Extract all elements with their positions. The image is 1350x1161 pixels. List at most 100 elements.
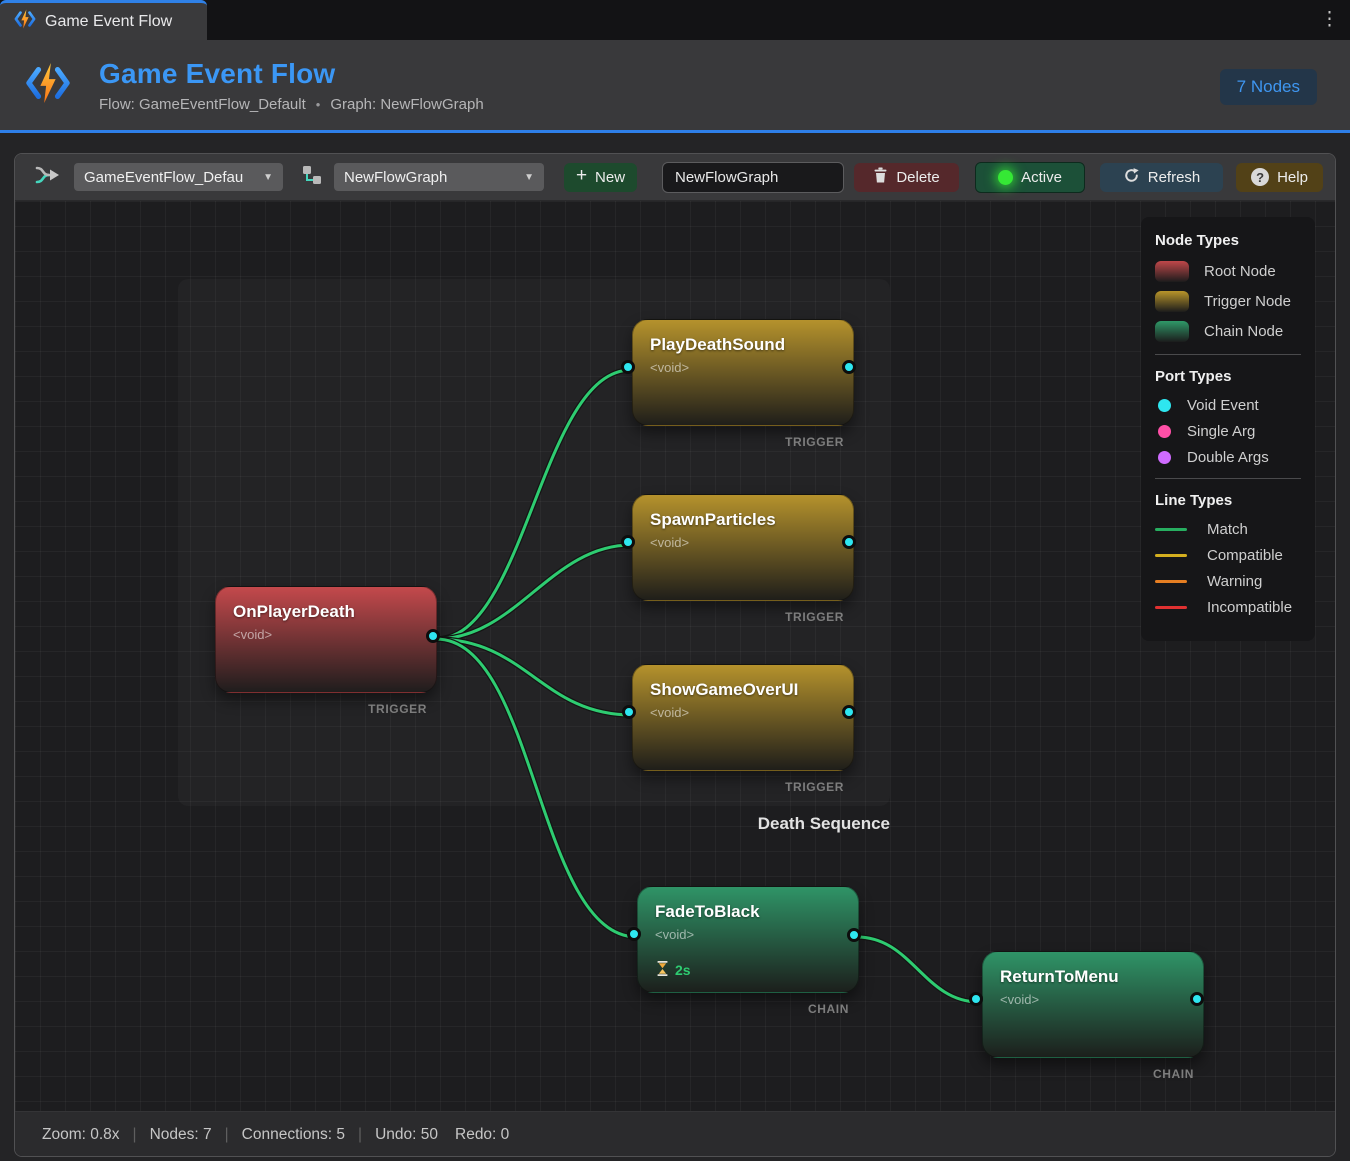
active-indicator-icon [998,169,1014,185]
node-signature: <void> [1000,992,1040,1007]
status-separator: | [132,1126,137,1143]
legend-label: Trigger Node [1204,293,1291,310]
port-void-event-input[interactable] [622,705,636,719]
legend-label: Chain Node [1204,323,1284,340]
graph-hierarchy-icon [301,164,323,191]
status-connections: Connections: 5 [241,1126,346,1143]
port-void-event-input[interactable] [969,992,983,1006]
help-button-label: Help [1277,168,1308,186]
node-title: FadeToBlack [655,902,760,921]
node-signature: <void> [650,705,690,720]
double-args-dot [1158,451,1171,464]
node-returntomenu[interactable]: ReturnToMenu <void> CHAIN [982,951,1204,1081]
refresh-icon [1123,167,1140,188]
status-bar: Zoom: 0.8x | Nodes: 7 | Connections: 5 |… [15,1111,1335,1156]
kebab-menu-icon[interactable]: ⋮ [1320,9,1339,30]
legend-label: Incompatible [1207,599,1293,616]
legend-node-types-title: Node Types [1155,232,1239,249]
chain-node-swatch [1155,321,1189,342]
header-divider [0,130,1350,133]
trash-icon [873,167,888,187]
node-onplayerdeath[interactable]: OnPlayerDeath <void> TRIGGER [215,586,437,716]
node-title: OnPlayerDeath [233,602,355,621]
tab-game-event-flow[interactable]: Game Event Flow [0,0,207,40]
graph-name-input[interactable] [662,161,844,193]
legend-item-warning: Warning [1155,573,1301,590]
node-delay-value: 2s [675,962,691,978]
legend-panel: Node Types Root Node Trigger Node Chain … [1141,217,1315,641]
legend-label: Single Arg [1187,423,1256,440]
node-delay: 2s [657,961,691,979]
help-button[interactable]: ? Help [1236,162,1323,192]
new-graph-button[interactable]: + New [564,162,637,192]
header: Game Event Flow Flow: GameEventFlow_Defa… [0,40,1350,130]
refresh-button[interactable]: Refresh [1100,162,1223,192]
node-signature: <void> [233,627,273,642]
legend-item-void-event: Void Event [1155,397,1301,414]
legend-divider [1155,478,1301,479]
node-showgameoverui[interactable]: ShowGameOverUI <void> TRIGGER [632,664,854,794]
graph-dropdown[interactable]: NewFlowGraph ▼ [334,163,544,191]
tab-label: Game Event Flow [45,12,173,30]
legend-label: Match [1207,521,1248,538]
node-title: ShowGameOverUI [650,680,799,699]
node-type-label: TRIGGER [785,435,844,449]
port-void-event-output[interactable] [847,928,861,942]
trigger-node-swatch [1155,291,1189,312]
node-count-badge: 7 Nodes [1219,69,1317,105]
match-line-swatch [1155,528,1187,531]
flow-dropdown[interactable]: GameEventFlow_Defau ▼ [74,163,283,191]
port-void-event-output[interactable] [842,535,856,549]
status-nodes: Nodes: 7 [149,1126,212,1143]
void-event-dot [1158,399,1171,412]
chevron-down-icon: ▼ [263,171,273,183]
delete-button-label: Delete [896,168,940,186]
status-undo: Undo: 50 [375,1126,438,1143]
node-title: ReturnToMenu [1000,967,1119,986]
delete-graph-button[interactable]: Delete [854,162,959,192]
legend-label: Root Node [1204,263,1276,280]
node-signature: <void> [650,535,690,550]
node-spawnparticles[interactable]: SpawnParticles <void> TRIGGER [632,494,854,624]
active-status-button[interactable]: Active [975,161,1085,193]
page-title: Game Event Flow [99,57,336,89]
graph-subtitle: Graph: NewFlowGraph [330,95,484,113]
node-signature: <void> [650,360,690,375]
flow-merge-icon [34,162,60,193]
legend-item-chain-node: Chain Node [1155,321,1301,342]
graph-canvas[interactable]: OnPlayerDeath <void> TRIGGER PlayDeathSo… [15,201,1335,1111]
flow-subtitle: Flow: GameEventFlow_Default [99,95,306,113]
legend-label: Compatible [1207,547,1283,564]
status-zoom: Zoom: 0.8x [42,1126,120,1143]
status-separator: | [224,1126,229,1143]
node-type-label: CHAIN [808,1002,849,1016]
legend-item-root-node: Root Node [1155,261,1301,282]
node-signature: <void> [655,927,695,942]
port-void-event-input[interactable] [621,535,635,549]
port-void-event-output[interactable] [842,705,856,719]
legend-label: Void Event [1187,397,1259,414]
subtitle-bullet: • [315,96,321,112]
toolbar: GameEventFlow_Defau ▼ NewFlowGraph ▼ + N… [15,154,1335,201]
legend-item-match: Match [1155,521,1301,538]
chevron-down-icon: ▼ [524,171,534,183]
plus-icon: + [575,165,588,186]
question-icon: ? [1251,168,1270,186]
port-void-event-output[interactable] [842,360,856,374]
root-node-swatch [1155,261,1189,282]
node-playdeathsound[interactable]: PlayDeathSound <void> TRIGGER [632,319,854,449]
single-arg-dot [1158,425,1171,438]
port-void-event-output[interactable] [426,629,440,643]
node-fadetoblack[interactable]: FadeToBlack <void> 2s CHAIN [637,886,859,1016]
node-title: PlayDeathSound [650,335,786,354]
legend-port-types-title: Port Types [1155,368,1232,385]
flow-bolt-icon-large [25,62,71,109]
port-void-event-input[interactable] [621,360,635,374]
active-button-label: Active [1021,168,1062,186]
port-void-event-output[interactable] [1190,992,1204,1006]
legend-label: Double Args [1187,449,1269,466]
tab-bar: Game Event Flow ⋮ [0,0,1350,40]
node-type-label: TRIGGER [785,780,844,794]
port-void-event-input[interactable] [627,927,641,941]
